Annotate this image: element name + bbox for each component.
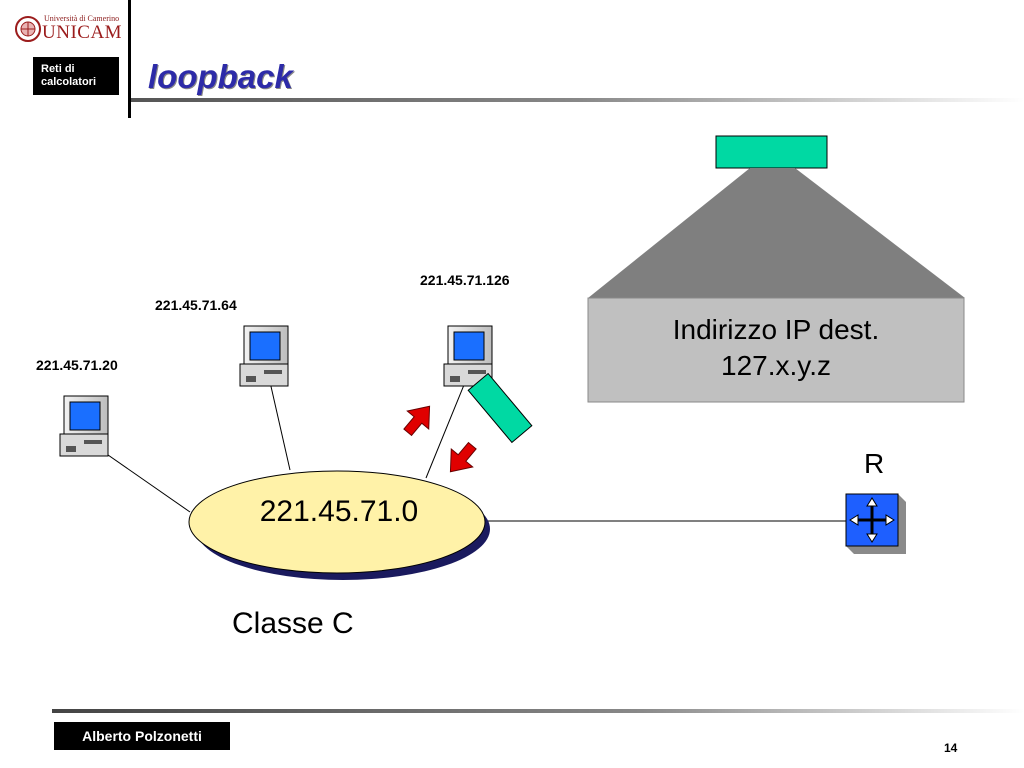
host-ip-label: 221.45.71.64 xyxy=(155,297,237,313)
computer-icon xyxy=(239,325,289,387)
network-address: 221.45.71.0 xyxy=(259,495,419,528)
author-badge: Alberto Polzonetti xyxy=(54,722,230,750)
page-number: 14 xyxy=(944,741,958,755)
host-ip-label: 221.45.71.20 xyxy=(36,357,118,373)
dest-ip-value: 127.x.y.z xyxy=(721,350,831,381)
header-divider xyxy=(128,0,131,118)
zoom-trapezoid xyxy=(588,168,965,298)
arrow-down-icon xyxy=(449,441,477,473)
university-seal-icon xyxy=(15,16,41,42)
arrow-up-icon xyxy=(403,405,431,437)
packet-header-text: Indirizzo IP dest. 127.x.y.z xyxy=(588,312,964,384)
title-underline xyxy=(131,98,1024,102)
packet-header-box xyxy=(587,297,965,403)
university-logo-text: UNICAM xyxy=(42,22,123,43)
router-label: R xyxy=(864,448,885,479)
packet-icon xyxy=(467,372,533,444)
course-badge: Reti di calcolatori xyxy=(33,57,119,95)
link-host3 xyxy=(425,379,467,479)
footer-rule xyxy=(52,709,1024,713)
link-host1 xyxy=(97,447,191,513)
link-host2 xyxy=(269,381,291,471)
university-name: Università di Camerino xyxy=(44,14,120,23)
network-ellipse xyxy=(188,470,486,574)
dest-ip-caption: Indirizzo IP dest. xyxy=(672,314,880,345)
slide-title: loopback xyxy=(148,58,293,95)
zoomed-packet xyxy=(715,135,828,169)
course-name: Reti di calcolatori xyxy=(41,63,97,88)
router-icon xyxy=(845,493,906,554)
computer-icon xyxy=(59,395,109,457)
host-ip-label: 221.45.71.126 xyxy=(420,272,510,288)
network-class: Classe C xyxy=(232,607,354,640)
